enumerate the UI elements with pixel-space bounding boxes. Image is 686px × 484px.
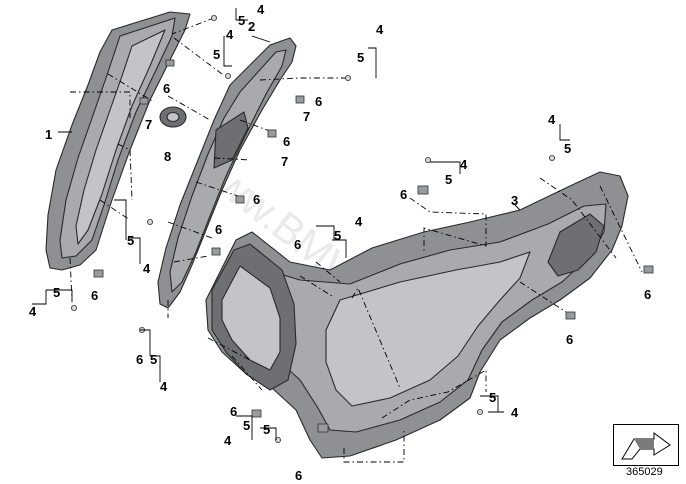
callout-4: 4 bbox=[224, 433, 232, 448]
callout-6: 6 bbox=[294, 237, 301, 252]
callout-2: 2 bbox=[248, 19, 255, 34]
callout-7: 7 bbox=[145, 117, 152, 132]
callout-5: 5 bbox=[127, 233, 134, 248]
callout-labels: 1 2 3 4 5 4 5 6 7 8 4 5 6 7 6 7 6 6 4 5 … bbox=[29, 2, 651, 483]
callout-4: 4 bbox=[257, 2, 265, 17]
part-2-panel bbox=[157, 37, 297, 309]
callout-5: 5 bbox=[564, 141, 571, 156]
callout-6: 6 bbox=[253, 192, 260, 207]
callout-6: 6 bbox=[163, 81, 170, 96]
callout-5: 5 bbox=[243, 418, 250, 433]
callout-4: 4 bbox=[29, 304, 37, 319]
callout-6: 6 bbox=[400, 187, 407, 202]
callout-5: 5 bbox=[213, 47, 220, 62]
callout-4: 4 bbox=[226, 27, 234, 42]
callout-5: 5 bbox=[357, 50, 364, 65]
callout-6: 6 bbox=[644, 287, 651, 302]
part-3-shell bbox=[205, 171, 629, 459]
fasteners bbox=[71, 14, 654, 443]
callout-6: 6 bbox=[566, 332, 573, 347]
part-8-grommet bbox=[159, 106, 187, 128]
callout-5: 5 bbox=[489, 390, 496, 405]
callout-8: 8 bbox=[164, 149, 171, 164]
callout-4: 4 bbox=[511, 405, 519, 420]
callout-6: 6 bbox=[215, 222, 222, 237]
callout-4: 4 bbox=[460, 157, 468, 172]
callout-6: 6 bbox=[230, 404, 237, 419]
callout-5: 5 bbox=[150, 352, 157, 367]
callout-5: 5 bbox=[238, 13, 245, 28]
callout-5: 5 bbox=[334, 228, 341, 243]
callout-4: 4 bbox=[376, 22, 384, 37]
callout-7: 7 bbox=[303, 109, 310, 124]
reference-number: 365029 bbox=[626, 466, 663, 478]
callout-6: 6 bbox=[91, 288, 98, 303]
callout-5: 5 bbox=[53, 285, 60, 300]
callout-3: 3 bbox=[511, 193, 518, 208]
callout-1: 1 bbox=[45, 127, 52, 142]
callout-4: 4 bbox=[160, 379, 168, 394]
part-1-panel bbox=[45, 11, 191, 271]
callout-4: 4 bbox=[143, 261, 151, 276]
orientation-arrow-icon bbox=[621, 432, 671, 460]
callout-4: 4 bbox=[548, 112, 556, 127]
callout-4: 4 bbox=[355, 214, 363, 229]
callout-7: 7 bbox=[281, 154, 288, 169]
orientation-reference-box bbox=[613, 424, 679, 466]
callout-6: 6 bbox=[315, 94, 322, 109]
callout-5: 5 bbox=[445, 172, 452, 187]
leader-lines bbox=[32, 8, 570, 440]
dashed-guide-lines bbox=[69, 17, 643, 463]
callout-5: 5 bbox=[263, 422, 270, 437]
callout-6: 6 bbox=[295, 468, 302, 483]
callout-6: 6 bbox=[136, 352, 143, 367]
callout-6: 6 bbox=[283, 134, 290, 149]
